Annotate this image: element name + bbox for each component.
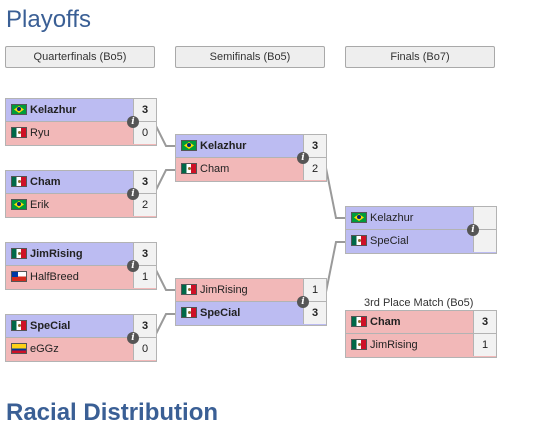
player-score: 3 — [303, 302, 326, 324]
match-semifinal-2[interactable]: JimRising 1 SpeCial 3 — [175, 278, 327, 326]
player-score — [473, 230, 496, 252]
brazil-flag-icon — [11, 104, 27, 115]
page-title: Playoffs — [6, 6, 91, 33]
player-name[interactable]: SpeCial — [200, 307, 241, 319]
player-name[interactable]: Ryu — [30, 127, 50, 139]
info-icon[interactable]: i — [127, 260, 139, 272]
info-icon[interactable]: i — [127, 188, 139, 200]
player-score — [473, 207, 496, 229]
player-name[interactable]: JimRising — [30, 248, 83, 260]
mexico-flag-icon — [351, 339, 367, 350]
player-score: 3 — [133, 99, 156, 121]
info-icon[interactable]: i — [467, 224, 479, 236]
match-row-winner[interactable]: JimRising 3 — [5, 242, 157, 266]
info-icon[interactable]: i — [297, 296, 309, 308]
player-score: 1 — [133, 266, 156, 288]
player-score: 3 — [303, 135, 326, 157]
player-name[interactable]: SpeCial — [30, 320, 71, 332]
round-header-finals: Finals (Bo7) — [345, 46, 495, 68]
player-name[interactable]: Erik — [30, 199, 49, 211]
brazil-flag-icon — [351, 212, 367, 223]
match-row-winner[interactable]: SpeCial 3 — [175, 302, 327, 326]
match-row-finalist[interactable]: SpeCial — [345, 230, 497, 254]
match-third-place[interactable]: Cham 3 JimRising 1 — [345, 310, 497, 358]
player-name[interactable]: JimRising — [370, 339, 418, 351]
player-name[interactable]: Kelazhur — [200, 140, 247, 152]
mexico-flag-icon — [11, 176, 27, 187]
mexico-flag-icon — [181, 307, 197, 318]
player-name[interactable]: HalfBreed — [30, 271, 79, 283]
match-row-finalist[interactable]: Kelazhur — [345, 206, 497, 230]
round-header-quarterfinals: Quarterfinals (Bo5) — [5, 46, 155, 68]
player-score: 2 — [133, 194, 156, 216]
match-row-loser[interactable]: JimRising 1 — [175, 278, 327, 302]
player-score: 3 — [133, 171, 156, 193]
section-title-racial-distribution: Racial Distribution — [6, 399, 219, 426]
match-quarterfinal-2[interactable]: Cham 3 Erik 2 — [5, 170, 157, 218]
match-quarterfinal-3[interactable]: JimRising 3 HalfBreed 1 — [5, 242, 157, 290]
player-name[interactable]: Cham — [30, 176, 61, 188]
match-row-loser[interactable]: JimRising 1 — [345, 334, 497, 358]
info-icon[interactable]: i — [297, 152, 309, 164]
mexico-flag-icon — [351, 235, 367, 246]
brazil-flag-icon — [181, 140, 197, 151]
player-score: 2 — [303, 158, 326, 180]
match-semifinal-1[interactable]: Kelazhur 3 Cham 2 — [175, 134, 327, 182]
info-icon[interactable]: i — [127, 332, 139, 344]
match-row-winner[interactable]: Cham 3 — [345, 310, 497, 334]
match-row-winner[interactable]: Cham 3 — [5, 170, 157, 194]
match-row-loser[interactable]: eGGz 0 — [5, 338, 157, 362]
mexico-flag-icon — [181, 284, 197, 295]
match-row-winner[interactable]: Kelazhur 3 — [5, 98, 157, 122]
brazil-flag-icon — [11, 199, 27, 210]
player-score: 3 — [133, 243, 156, 265]
third-place-label: 3rd Place Match (Bo5) — [364, 297, 474, 309]
player-name[interactable]: eGGz — [30, 343, 59, 355]
player-name[interactable]: Kelazhur — [370, 212, 414, 224]
colombia-flag-icon — [11, 343, 27, 354]
match-final[interactable]: Kelazhur SpeCial — [345, 206, 497, 254]
player-name[interactable]: Kelazhur — [30, 104, 77, 116]
mexico-flag-icon — [181, 163, 197, 174]
player-score: 0 — [133, 122, 156, 144]
player-score: 3 — [473, 311, 496, 333]
player-name[interactable]: SpeCial — [370, 235, 409, 247]
player-name[interactable]: Cham — [200, 163, 230, 175]
match-row-winner[interactable]: Kelazhur 3 — [175, 134, 327, 158]
info-icon[interactable]: i — [127, 116, 139, 128]
player-name[interactable]: Cham — [370, 316, 401, 328]
player-score: 0 — [133, 338, 156, 360]
chile-flag-icon — [11, 271, 27, 282]
player-score: 3 — [133, 315, 156, 337]
player-name[interactable]: JimRising — [200, 284, 248, 296]
match-quarterfinal-4[interactable]: SpeCial 3 eGGz 0 — [5, 314, 157, 362]
player-score: 1 — [473, 334, 496, 356]
player-score: 1 — [303, 279, 326, 301]
round-header-semifinals: Semifinals (Bo5) — [175, 46, 325, 68]
mexico-flag-icon — [11, 248, 27, 259]
match-quarterfinal-1[interactable]: Kelazhur 3 Ryu 0 — [5, 98, 157, 146]
mexico-flag-icon — [351, 316, 367, 327]
match-row-loser[interactable]: Cham 2 — [175, 158, 327, 182]
match-row-loser[interactable]: HalfBreed 1 — [5, 266, 157, 290]
mexico-flag-icon — [11, 127, 27, 138]
match-row-loser[interactable]: Erik 2 — [5, 194, 157, 218]
mexico-flag-icon — [11, 320, 27, 331]
